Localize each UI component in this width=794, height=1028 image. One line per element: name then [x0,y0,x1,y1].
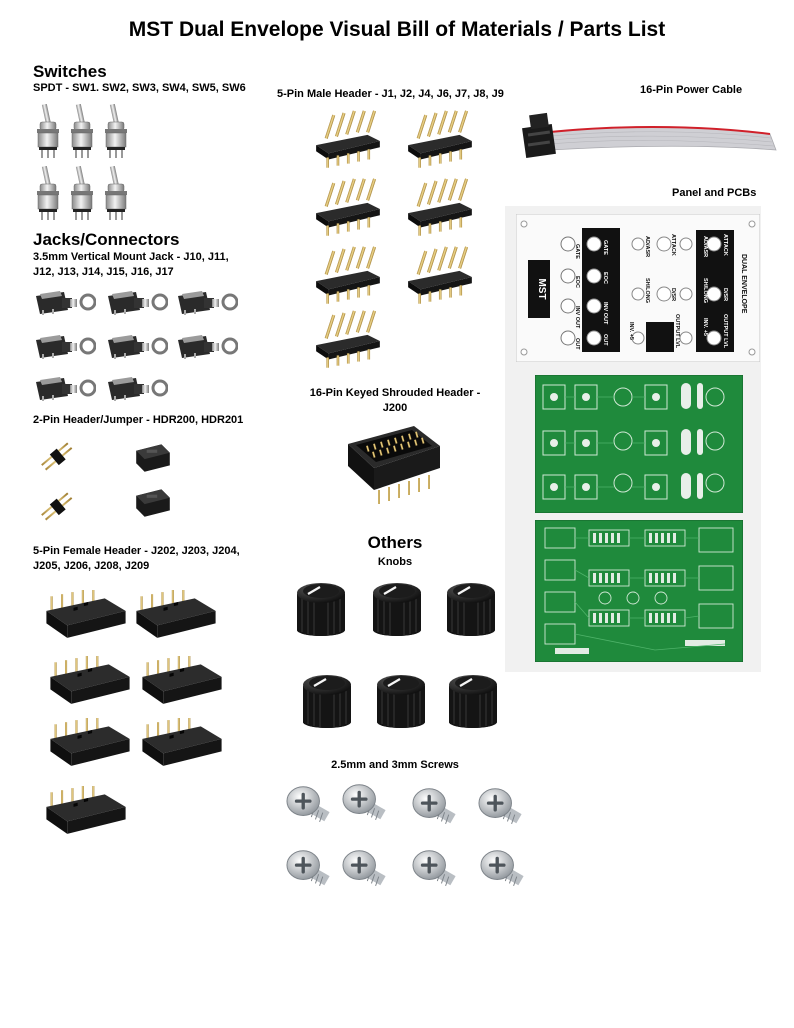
panel-label: SH/LONG [644,278,650,303]
male-header-icon [408,178,472,236]
knob-icon [295,581,347,638]
pin-header-icon [41,442,73,471]
switch-icon [36,166,60,220]
female-header-icon [46,786,126,834]
jack-icon [34,375,96,402]
knob-icon [447,673,499,730]
male-header-desc: 5-Pin Male Header - J1, J2, J4, J6, J7, … [277,88,504,100]
jacks-heading: Jacks/Connectors [33,230,180,249]
power-cable-image [520,104,782,168]
others-heading: Others [367,533,423,552]
jumper-cap-icon [136,489,170,517]
screw-icon [411,849,458,888]
male-header-icon [316,246,380,304]
switch-icon [104,104,128,158]
male-header-icon [408,110,472,168]
panel-label: D/SR [670,288,676,301]
knob-icon [301,673,353,730]
screw-icon [341,849,388,888]
jack-icon [176,289,238,316]
switches-image [34,104,134,228]
jack-icon [34,333,96,360]
shrouded-header-desc-line1: 16-Pin Keyed Shrouded Header - [309,387,481,399]
panel-label: ATTACK [670,234,676,256]
panel-label: AD/ASR [702,236,708,257]
power-cable-icon [522,112,777,158]
switch-icon [70,166,94,220]
panel-label: EOC [574,276,580,288]
panel-label: GATE [574,244,580,259]
screw-icon [479,849,526,888]
female-header-desc-line2: J205, J206, J208, J209 [33,560,150,572]
male-header-icon [316,110,380,168]
switches-heading: Switches [33,62,107,81]
power-cable-desc: 16-Pin Power Cable [640,84,743,96]
panel-logo: MST [536,278,547,299]
male-header-icon [408,246,472,304]
female-header-icon [50,718,130,766]
male-header-icon [316,178,380,236]
knobs-image [294,578,514,750]
page-title: MST Dual Envelope Visual Bill of Materia… [128,18,666,41]
jack-icon [34,289,96,316]
panel-module-name: DUAL ENVELOPE [740,254,747,314]
knob-icon [371,581,423,638]
male-header-icon [316,310,380,368]
jumper-image [38,438,198,528]
male-header-image [312,110,482,370]
panel-label: OUTPUT LVL [674,314,680,349]
knob-icon [375,673,427,730]
jack-icon [106,333,168,360]
female-header-icon [142,656,222,704]
jack-icon [106,289,168,316]
panel-label: OUT [602,334,608,346]
panel-label: INV OUT [602,302,608,325]
panel-label: EOC [602,272,608,284]
switches-desc: SPDT - SW1. SW2, SW3, SW4, SW5, SW6 [33,82,246,94]
switch-icon [104,166,128,220]
screws-image [284,780,534,900]
jack-icon [106,375,168,402]
panel-label: SH/LONG [702,278,708,303]
jacks-image [34,288,244,406]
female-header-image [44,590,226,840]
knob-icon [445,581,497,638]
female-header-icon [136,590,216,638]
panel-desc: Panel and PCBs [672,187,757,199]
female-header-icon [46,590,126,638]
pcb-top [535,375,743,513]
knobs-label: Knobs [377,556,413,568]
screw-icon [285,849,332,888]
shrouded-header-desc-line2: J200 [382,402,408,414]
panel-label: AD/ASR [644,236,650,257]
screw-icon [477,787,524,826]
jumper-cap-icon [136,444,170,472]
panel-label: INV. +5 [702,318,708,336]
front-panel: MST GATE EOC INV OUT OUT GATE [516,214,760,362]
pin-header-icon [41,492,73,521]
switch-icon [36,104,60,158]
female-header-desc-line1: 5-Pin Female Header - J202, J203, J204, [33,545,240,557]
jacks-desc-line1: 3.5mm Vertical Mount Jack - J10, J11, [33,251,229,263]
jumper-desc: 2-Pin Header/Jumper - HDR200, HDR201 [33,414,244,426]
panel-label: INV. +5 [628,322,634,340]
switch-icon [70,104,94,158]
shrouded-header-icon [348,426,440,504]
screw-icon [285,785,332,824]
panel-label: INV OUT [574,306,580,329]
panel-label: OUT [574,338,580,350]
pcb-bottom [535,520,743,662]
female-header-icon [142,718,222,766]
screw-icon [341,783,388,822]
panel-label: OUTPUT LVL [722,314,728,349]
screws-label: 2.5mm and 3mm Screws [331,759,459,771]
jack-icon [176,333,238,360]
panel-label: D/SR [722,288,728,301]
screw-icon [411,787,458,826]
jacks-desc-line2: J12, J13, J14, J15, J16, J17 [33,266,174,278]
female-header-icon [50,656,130,704]
panel-label: ATTACK [722,234,728,256]
panel-label: GATE [602,240,608,255]
shrouded-header-image [344,424,444,506]
